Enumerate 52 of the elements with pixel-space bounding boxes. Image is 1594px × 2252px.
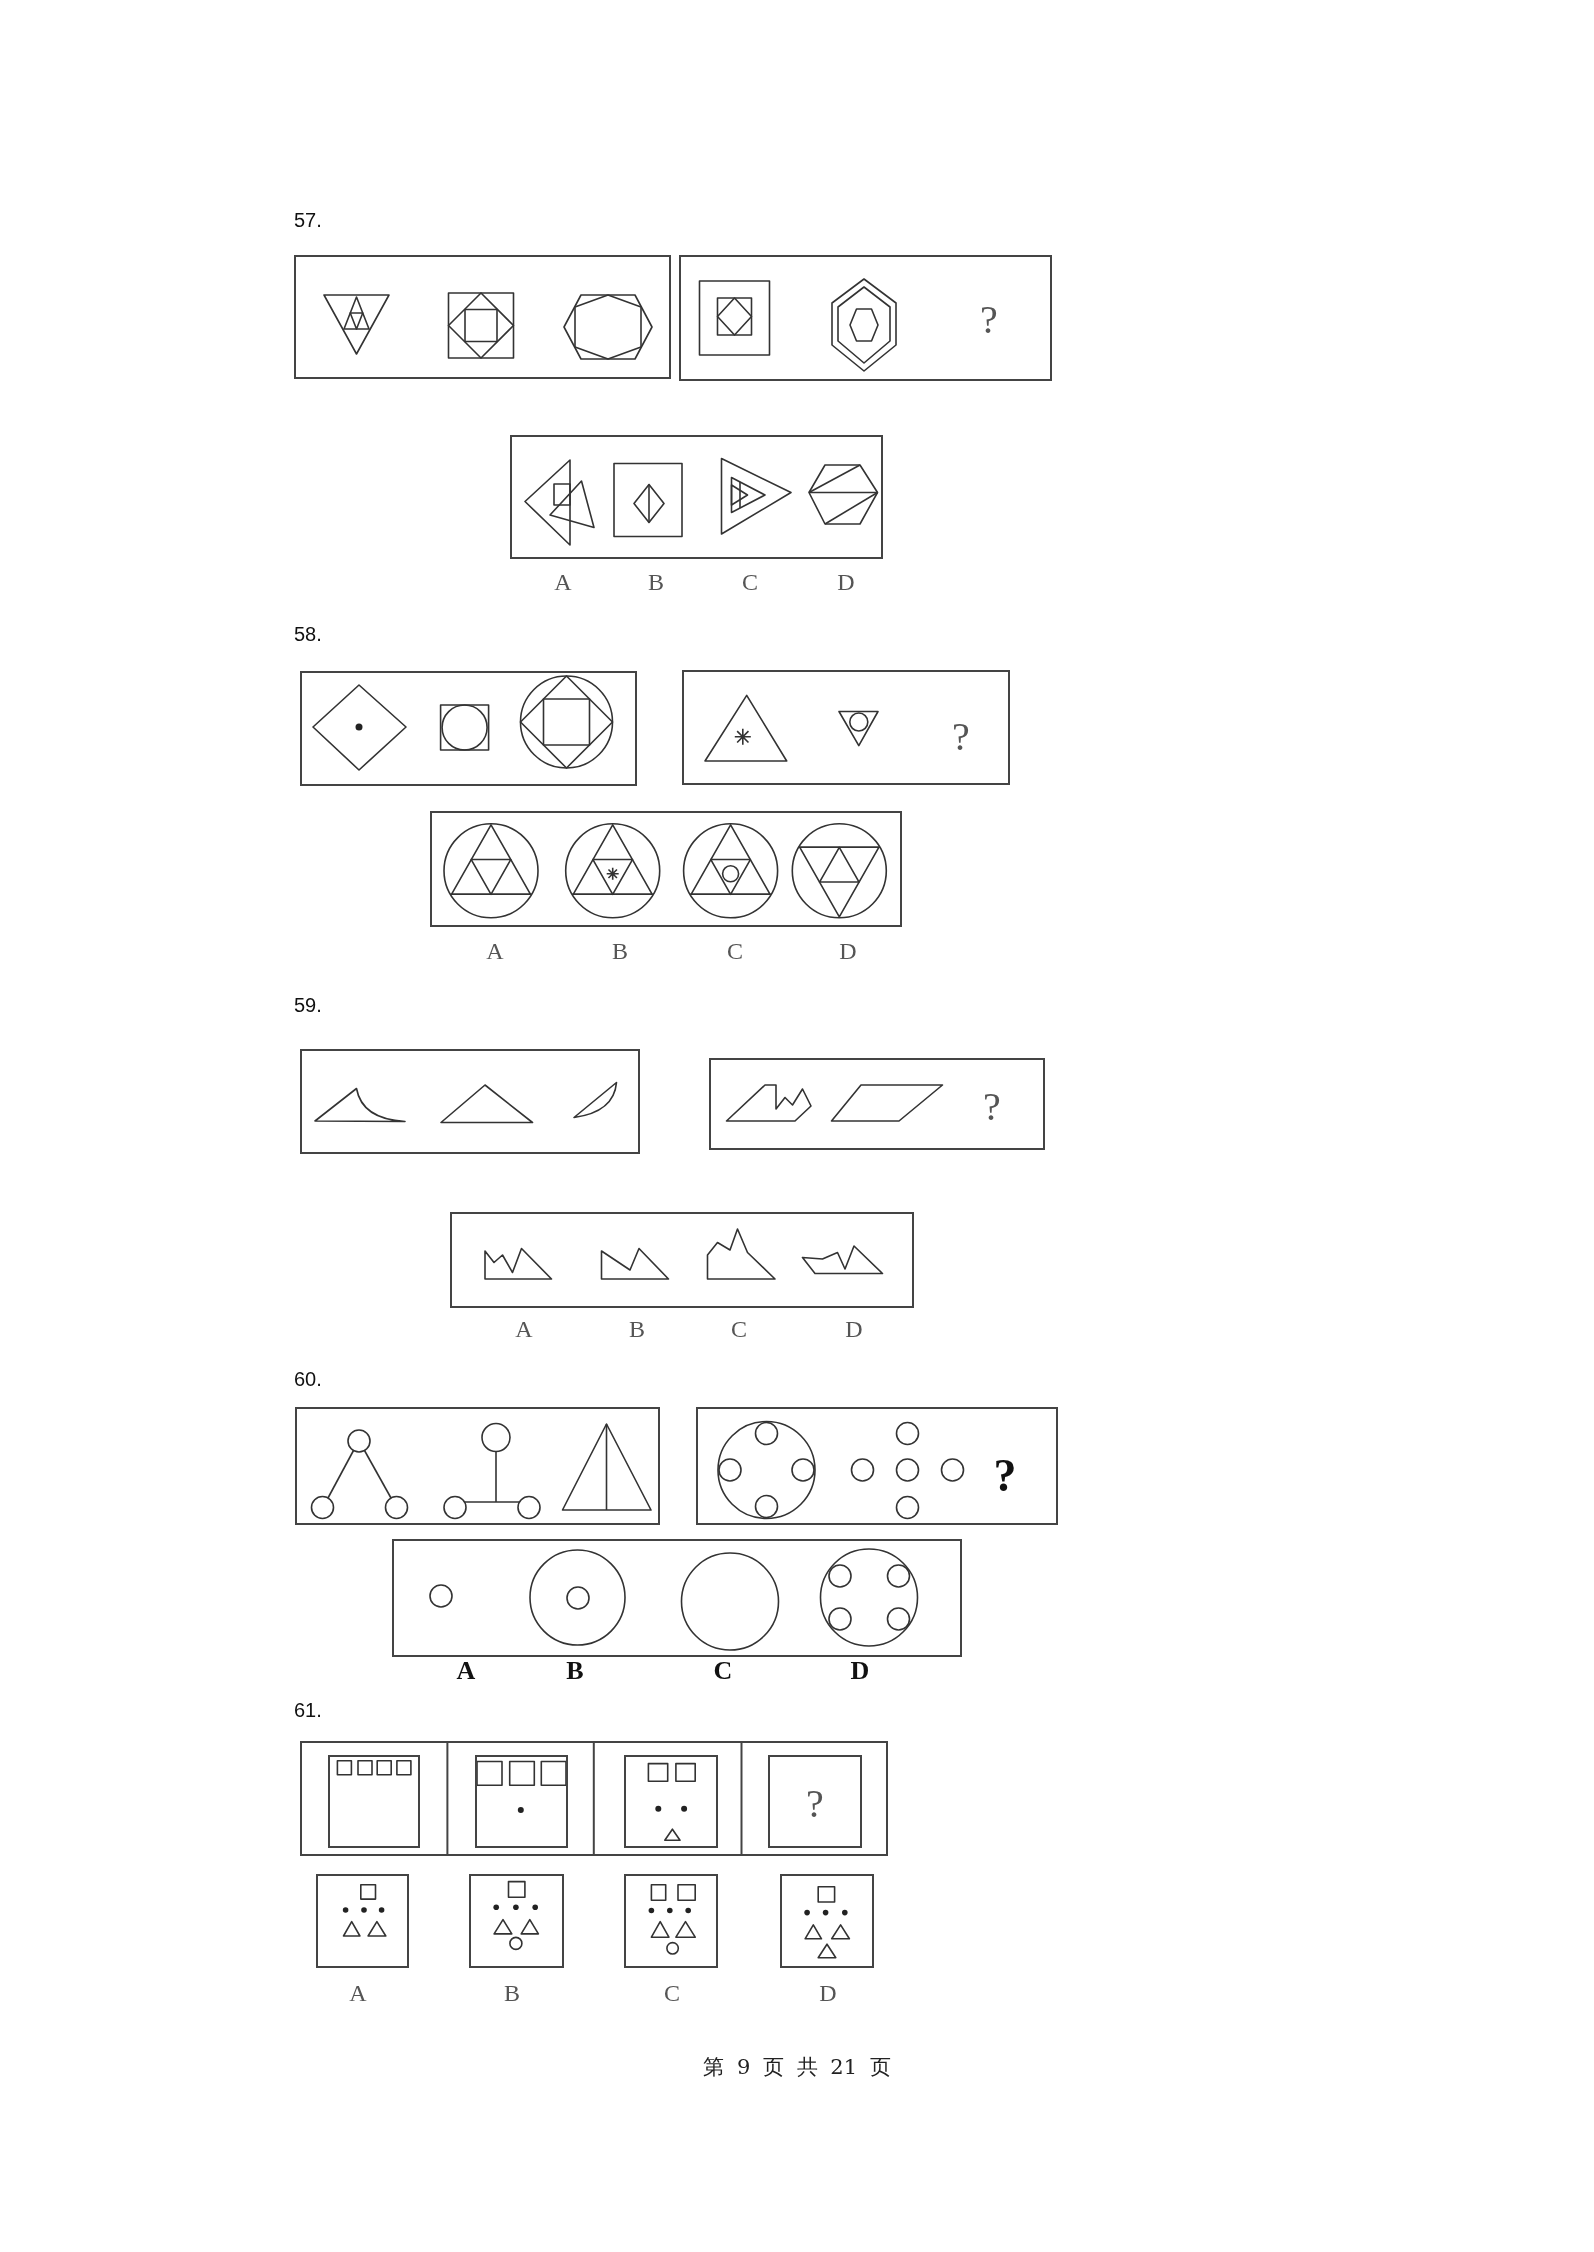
answer-options-panel: [392, 1539, 962, 1657]
figure-strip-panel: [300, 1741, 888, 1856]
answer-option-frame: [469, 1874, 564, 1968]
question-number: 61.: [294, 1700, 322, 1720]
option-letter: B: [629, 1317, 645, 1341]
answer-options-panel: [450, 1212, 914, 1308]
option-letter: C: [713, 1658, 733, 1684]
option-letter: B: [566, 1658, 584, 1684]
question-mark: ?: [983, 1087, 1001, 1127]
option-letter: A: [554, 570, 572, 594]
figure-panel: [300, 671, 637, 786]
question-mark: ?: [952, 717, 970, 757]
question-number: 59.: [294, 995, 322, 1015]
option-letter: B: [504, 1981, 520, 2005]
figure-panel: [300, 1049, 640, 1154]
question-number: 58.: [294, 624, 322, 644]
option-letter: C: [731, 1317, 747, 1341]
answer-options-panel: [430, 811, 902, 927]
figure-panel: [682, 670, 1010, 785]
question-number: 60.: [294, 1369, 322, 1389]
question-mark: ?: [993, 1453, 1017, 1499]
figure-panel: [679, 255, 1052, 381]
option-letter: A: [486, 939, 504, 963]
figure-frame: [768, 1755, 862, 1848]
option-letter: C: [664, 1981, 680, 2005]
option-letter: D: [850, 1658, 870, 1684]
option-letter: B: [648, 570, 664, 594]
figure-panel: [696, 1407, 1058, 1525]
answer-option-frame: [316, 1874, 409, 1968]
question-number: 57.: [294, 210, 322, 230]
figure-panel: [294, 255, 671, 379]
option-letter: D: [837, 570, 855, 594]
question-mark: ?: [806, 1784, 824, 1824]
answer-option-frame: [624, 1874, 718, 1968]
option-letter: C: [742, 570, 758, 594]
option-letter: A: [349, 1981, 367, 2005]
option-letter: D: [845, 1317, 863, 1341]
figure-panel: [295, 1407, 660, 1525]
option-letter: C: [727, 939, 743, 963]
option-letter: A: [456, 1658, 476, 1684]
question-mark: ?: [980, 300, 998, 340]
answer-option-frame: [780, 1874, 874, 1968]
option-letter: B: [612, 939, 628, 963]
answer-options-panel: [510, 435, 883, 559]
option-letter: A: [515, 1317, 533, 1341]
page-footer: 第 9 页 共 21 页: [703, 2056, 891, 2078]
figure-frame: [624, 1755, 718, 1848]
figure-panel: [709, 1058, 1045, 1150]
figure-frame: [475, 1755, 568, 1848]
option-letter: D: [819, 1981, 837, 2005]
option-letter: D: [839, 939, 857, 963]
figure-frame: [328, 1755, 420, 1848]
